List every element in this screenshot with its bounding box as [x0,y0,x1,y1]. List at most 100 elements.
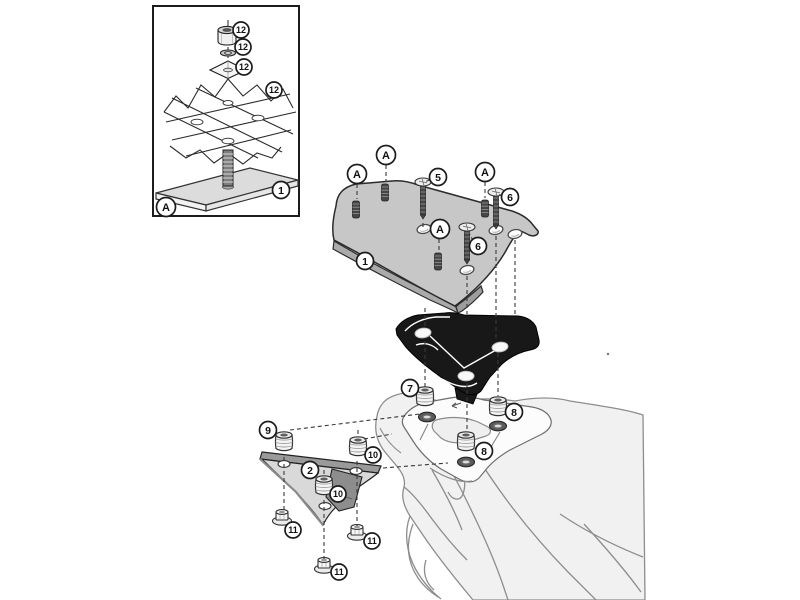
callout-circle [284,521,302,539]
callout-label: 12 [269,85,279,95]
callout-label: 12 [238,42,248,52]
spacer-9 [274,431,294,452]
bracket-hole-bottom [457,370,475,382]
flange-nut-11-right [346,524,368,541]
washer-12 [219,49,237,57]
callout-6-12: 6 [468,236,488,256]
callout-label: A [382,150,390,162]
callout-12-2: 12 [235,58,253,76]
stud-a-top [381,183,389,202]
callout-circle [329,485,347,503]
callout-circle [265,81,283,99]
rack-bushing-right [488,420,508,432]
callout-circle [400,378,420,398]
callout-label: 8 [511,407,517,419]
side-plate-2 [259,431,382,574]
callout-11-22: 11 [363,532,381,550]
detail-inset-box [152,5,301,217]
callout-8-16: 8 [474,441,494,461]
callout-label: A [436,224,444,236]
callout-circle [346,163,368,185]
callout-7-14: 7 [400,378,420,398]
callout-circle [155,196,177,218]
support-bracket [395,312,540,405]
callout-circle [235,58,253,76]
callout-label: 5 [435,172,441,184]
callout-label: 6 [507,192,513,204]
callout-label: 6 [475,241,481,253]
spacer-8-right [488,396,508,417]
stray-mark [606,352,610,356]
callout-circle [500,187,520,207]
callout-label: A [481,167,489,179]
callout-label: 8 [481,446,487,458]
rack-bushing-left [417,411,437,423]
callout-circle [364,446,382,464]
stud-a-center [434,252,442,271]
callout-circle [474,161,496,183]
callout-A-5: A [155,196,177,218]
callout-circle [474,441,494,461]
callout-circle [468,236,488,256]
callout-circle [258,420,278,440]
callout-circle [330,563,348,581]
callout-label: A [162,202,170,214]
callout-10-20: 10 [329,485,347,503]
callout-12-3: 12 [265,81,283,99]
callout-12-0: 12 [232,21,250,39]
callout-A-9: A [474,161,496,183]
callout-label: 10 [333,489,343,499]
side-plate-hole-right [349,467,363,475]
callout-circle [428,167,448,187]
callout-5-8: 5 [428,167,448,187]
callout-label: 7 [407,383,413,395]
nut-12 [217,25,237,46]
dashed-guides [283,165,516,559]
callout-9-17: 9 [258,420,278,440]
callout-6-10: 6 [500,187,520,207]
callout-circle [363,532,381,550]
callout-label: 11 [334,567,344,577]
stud-a-left [352,200,360,219]
inset-stud [222,149,234,187]
callout-circle [355,251,375,271]
callout-circle [504,402,524,422]
callout-circle [232,21,250,39]
rack-direction-arrow [451,402,462,409]
callout-A-11: A [429,218,451,240]
callout-2-19: 2 [300,460,320,480]
plate-lip-tip [455,284,484,314]
callout-A-7: A [375,144,397,166]
callout-label: 1 [362,256,368,268]
spacer-10-upper [348,436,368,457]
callout-circle [300,460,320,480]
callout-A-6: A [346,163,368,185]
callout-label: 10 [368,450,378,460]
callout-label: 12 [236,25,246,35]
cone-washer-12 [208,60,248,80]
callout-10-18: 10 [364,446,382,464]
callout-circle [234,38,252,56]
callout-1-13: 1 [355,251,375,271]
rib-grid-12 [163,78,297,165]
callout-1-4: 1 [271,180,291,200]
callout-8-15: 8 [504,402,524,422]
callout-label: 11 [367,536,377,546]
callout-label: 12 [239,62,249,72]
stud-a-right [481,199,489,218]
rack-bushing-bottom [456,456,476,468]
callout-11-23: 11 [330,563,348,581]
callout-12-1: 12 [234,38,252,56]
callout-11-21: 11 [284,521,302,539]
callout-circle [429,218,451,240]
callout-label: 1 [278,185,284,197]
callout-label: 11 [288,525,298,535]
spacer-8-bottom [456,431,476,452]
side-plate-hole-bottom [318,502,332,510]
callout-label: 9 [265,425,271,437]
bracket-highlights [404,316,497,388]
callout-circle [375,144,397,166]
